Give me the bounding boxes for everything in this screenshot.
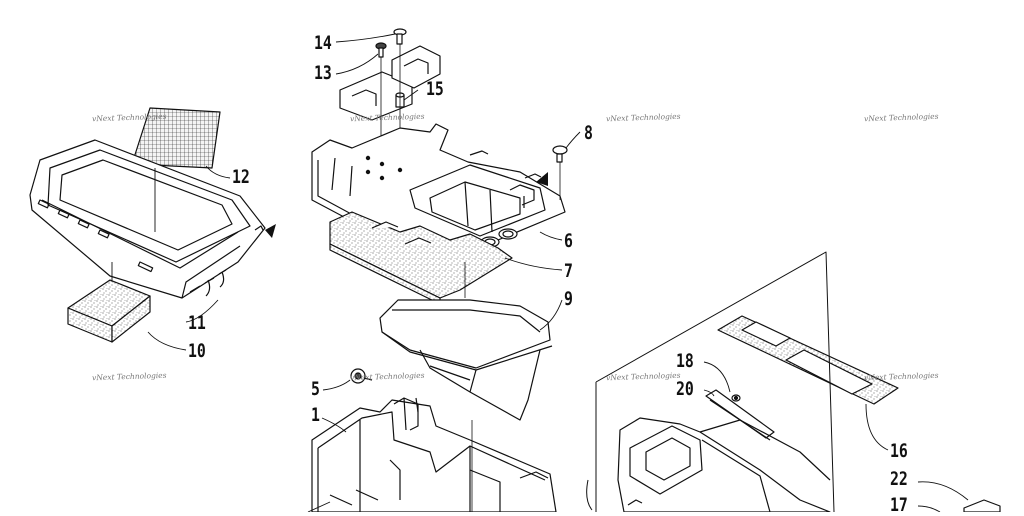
- part-14-screw: [393, 28, 407, 45]
- callout-17: 17: [890, 494, 908, 516]
- part-22-block: [963, 499, 1001, 513]
- callout-11: 11: [188, 312, 206, 334]
- leader-lines: [147, 33, 969, 513]
- callout-1: 1: [311, 404, 320, 426]
- callout-14: 14: [314, 32, 332, 54]
- callout-13: 13: [314, 62, 332, 84]
- callout-8: 8: [584, 122, 593, 144]
- callout-18: 18: [676, 350, 694, 372]
- callout-5: 5: [311, 378, 320, 400]
- callout-16: 16: [890, 440, 908, 462]
- part-9-cover: [379, 299, 553, 421]
- part-1-housing: [311, 397, 557, 513]
- part-7-foam-gasket: [329, 211, 513, 305]
- part-11-bezel: [29, 139, 266, 299]
- callout-15: 15: [426, 78, 444, 100]
- part-16-gasket: [717, 315, 899, 405]
- part-12-decal: [131, 107, 221, 169]
- callout-10: 10: [188, 340, 206, 362]
- part-18-screw: [731, 394, 741, 402]
- part-15-bracket: [339, 45, 441, 121]
- callout-7: 7: [564, 260, 573, 282]
- callout-20: 20: [676, 378, 694, 400]
- duct-assembly: [617, 417, 831, 513]
- callout-12: 12: [232, 166, 250, 188]
- part-10-foam-pad: [67, 279, 151, 343]
- part-5-knob: [350, 368, 373, 384]
- callout-22: 22: [890, 468, 908, 490]
- callout-9: 9: [564, 288, 573, 310]
- callout-6: 6: [564, 230, 573, 252]
- part-8-screw: [552, 145, 568, 163]
